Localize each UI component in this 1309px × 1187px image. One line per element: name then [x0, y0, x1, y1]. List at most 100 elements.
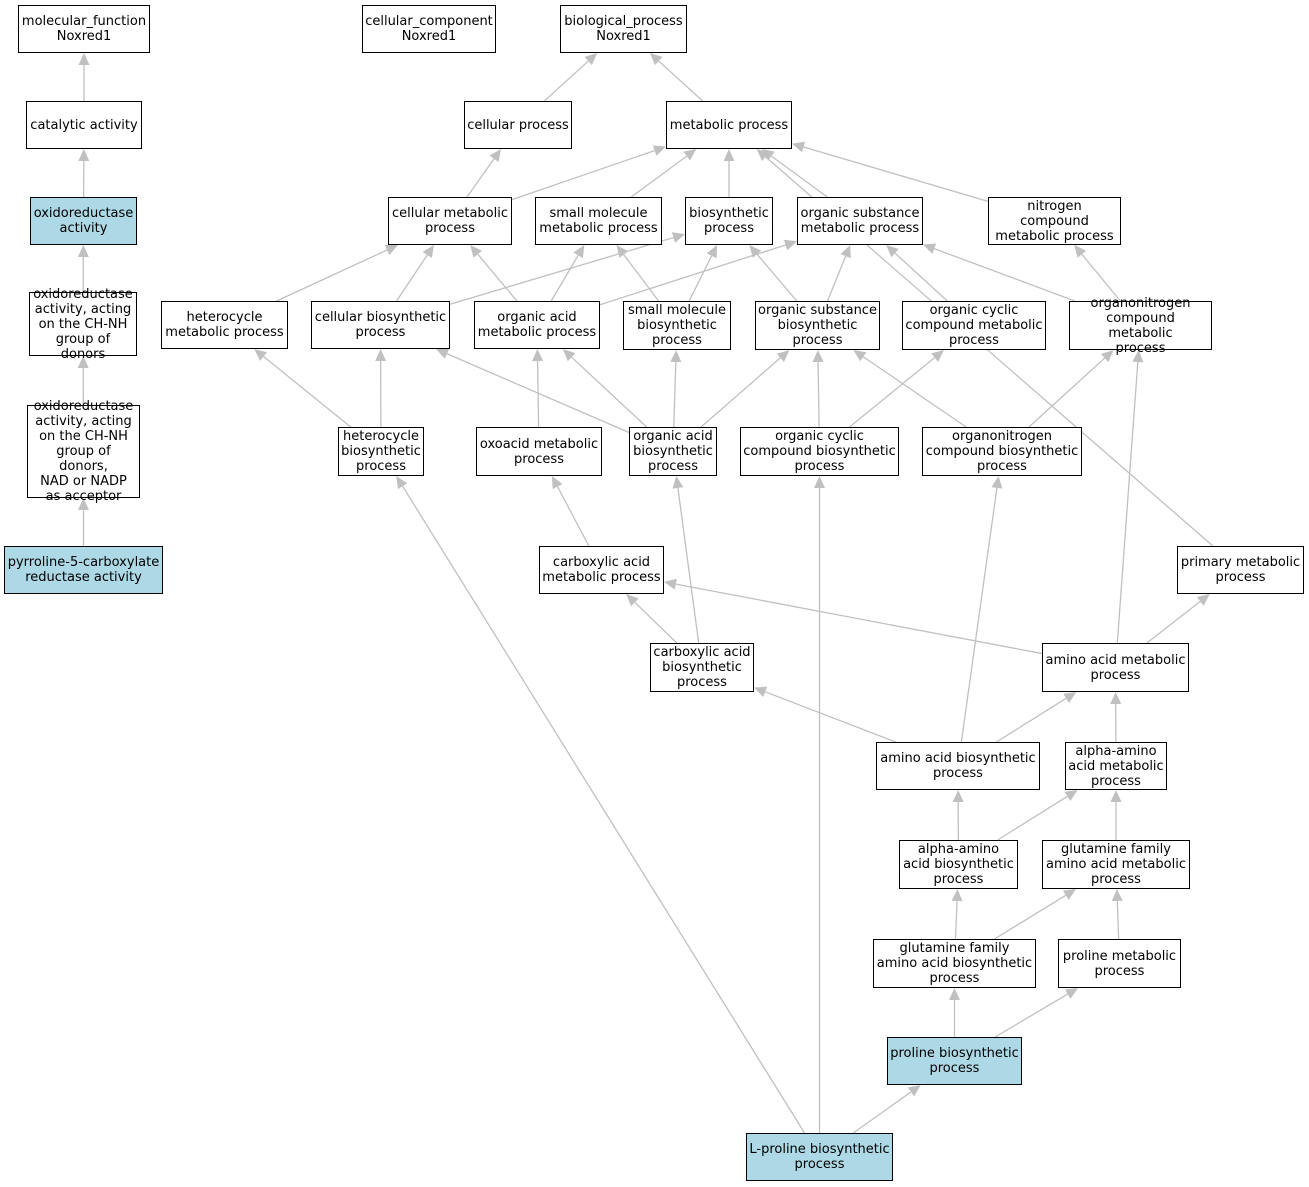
node-molecular-function-root[interactable]: molecular_function Noxred1: [18, 5, 150, 53]
edge-orgsubbio-to-biosyn: [756, 253, 798, 302]
arrowhead-aabio-to-orgnitbio: [991, 476, 1003, 489]
edge-glnbio-to-glnmet: [994, 894, 1067, 940]
node-small-molecule-metabolic-process[interactable]: small molecule metabolic process: [535, 197, 662, 245]
node-nitrogen-compound-metabolic-process[interactable]: nitrogen compound metabolic process: [988, 197, 1121, 245]
edge-lprobio-to-heterobio: [402, 485, 806, 1134]
edge-promet-to-glnmet: [1116, 900, 1120, 940]
edge-orgcycbio-to-orgsubbio: [817, 361, 820, 428]
node-organic-substance-biosynthetic-process[interactable]: organic substance biosynthetic process: [755, 301, 880, 350]
arrowhead-orgacid-to-cellmet: [470, 245, 482, 258]
arrowhead-aamet-to-carbox: [664, 578, 677, 590]
node-proline-metabolic-process[interactable]: proline metabolic process: [1058, 939, 1181, 988]
arrowhead-orgsubbio-to-orgsub: [840, 245, 851, 259]
node-amino-acid-metabolic-process[interactable]: amino acid metabolic process: [1042, 643, 1189, 692]
edge-orgnit-to-orgsub: [934, 248, 1075, 302]
node-biological-process-root[interactable]: biological_process Noxred1: [560, 5, 687, 53]
arrowhead-orgnit-to-orgsub: [923, 243, 937, 254]
edge-orgacid-to-smallmol: [550, 254, 579, 302]
arrowhead-orgnitbio-to-orgsubbio: [853, 350, 867, 362]
node-small-molecule-biosynthetic-process[interactable]: small molecule biosynthetic process: [623, 301, 731, 350]
arrowhead-alphabio-to-alphamet: [1064, 790, 1078, 802]
edge-orgsubbio-to-orgsub: [826, 255, 847, 302]
arrowhead-cat-to-mf_root: [78, 53, 90, 65]
arrowhead-orgacid-to-smallmol: [573, 245, 585, 259]
arrowhead-orgcycbio-to-orgcyc: [931, 350, 944, 362]
node-oxidoreductase-nad-nadp[interactable]: oxidoreductase activity, acting on the C…: [27, 399, 140, 504]
arrowhead-smallbio-to-smallmol: [616, 245, 629, 258]
node-glutamine-family-amino-acid-biosynthetic-process[interactable]: glutamine family amino acid biosynthetic…: [873, 939, 1036, 988]
edge-orgcyc-to-orgsub: [894, 252, 948, 302]
node-metabolic-process[interactable]: metabolic process: [666, 101, 792, 149]
edge-metab-to-bp_root: [658, 60, 704, 102]
arrowhead-aabio-to-carboxbio: [754, 686, 768, 697]
edge-orgnitbio-to-orgnit: [1028, 357, 1106, 428]
arrowhead-lprobio-to-probio: [907, 1085, 921, 1097]
edge-carboxbio-to-orgacidbio: [677, 487, 700, 644]
node-oxidoreductase-activity[interactable]: oxidoreductase activity: [30, 197, 137, 245]
edge-smallbio-to-biosyn: [688, 255, 713, 302]
node-carboxylic-acid-biosynthetic-process[interactable]: carboxylic acid biosynthetic process: [650, 643, 754, 692]
node-organic-substance-metabolic-process[interactable]: organic substance metabolic process: [797, 197, 923, 245]
arrowhead-heterobio-to-cellbio: [375, 349, 387, 362]
arrowhead-cellbio-to-biosyn: [671, 232, 685, 243]
node-organic-acid-metabolic-process[interactable]: organic acid metabolic process: [474, 301, 600, 349]
node-cellular-metabolic-process[interactable]: cellular metabolic process: [388, 197, 512, 245]
node-primary-metabolic-process[interactable]: primary metabolic process: [1177, 546, 1304, 594]
node-organonitrogen-compound-metabolic-process[interactable]: organonitrogen compound metabolic proces…: [1069, 296, 1212, 356]
node-heterocycle-metabolic-process[interactable]: heterocycle metabolic process: [161, 301, 288, 349]
node-organonitrogen-compound-biosynthetic-process[interactable]: organonitrogen compound biosynthetic pro…: [922, 427, 1082, 476]
arrowhead-biosyn-to-metab: [723, 149, 735, 161]
arrowhead-metab-to-bp_root: [649, 53, 663, 66]
arrowhead-orgacidbio-to-cellbio: [435, 348, 450, 359]
edge-aabio-to-orgnitbio: [960, 487, 998, 743]
arrowhead-alphamet-to-aamet: [1110, 692, 1122, 705]
node-l-proline-biosynthetic-process[interactable]: L-proline biosynthetic process: [746, 1133, 893, 1181]
edge-hetero-to-cellmet: [276, 249, 388, 302]
node-biosynthetic-process[interactable]: biosynthetic process: [685, 197, 773, 245]
arrowhead-aamet-to-orgnit: [1132, 350, 1144, 363]
node-oxoacid-metabolic-process[interactable]: oxoacid metabolic process: [476, 427, 602, 476]
edge-heterobio-to-hetero: [263, 356, 352, 428]
node-alpha-amino-acid-metabolic-process[interactable]: alpha-amino acid metabolic process: [1065, 742, 1167, 790]
node-oxidoreductase-ch-nh[interactable]: oxidoreductase activity, acting on the C…: [29, 287, 137, 362]
edge-aamet-to-carbox: [675, 583, 1043, 655]
arrowhead-oxred_nad-to-oxred_chnh: [77, 356, 89, 369]
node-alpha-amino-acid-biosynthetic-process[interactable]: alpha-amino acid biosynthetic process: [899, 840, 1018, 889]
arrowhead-carbox-to-oxoacid: [551, 476, 563, 490]
arrowhead-glnbio-to-glnmet: [1062, 889, 1077, 900]
edge-aamet-to-primary: [1146, 600, 1201, 644]
node-organic-acid-biosynthetic-process[interactable]: organic acid biosynthetic process: [629, 427, 717, 476]
node-cellular-component-root[interactable]: cellular_component Noxred1: [362, 5, 496, 53]
edge-smallmol-to-metab: [630, 155, 688, 198]
edge-probio-to-promet: [994, 993, 1069, 1038]
node-glutamine-family-amino-acid-metabolic-process[interactable]: glutamine family amino acid metabolic pr…: [1042, 840, 1190, 889]
node-carboxylic-acid-metabolic-process[interactable]: carboxylic acid metabolic process: [539, 546, 664, 594]
node-cellular-biosynthetic-process[interactable]: cellular biosynthetic process: [311, 301, 450, 349]
node-cellular-process[interactable]: cellular process: [464, 101, 572, 149]
edge-orgacidbio-to-orgsubbio: [700, 357, 781, 428]
arrowhead-orgacidbio-to-orgsubbio: [776, 350, 790, 363]
edge-cellproc-to-bp_root: [543, 60, 589, 102]
arrowhead-probio-to-glnbio: [949, 988, 960, 1000]
node-proline-biosynthetic-process[interactable]: proline biosynthetic process: [887, 1037, 1022, 1085]
edge-cellbio-to-cellmet: [395, 254, 428, 302]
arrowhead-orgnit-to-nitro: [1074, 245, 1087, 258]
edge-orgacidbio-to-smallbio: [673, 361, 677, 428]
node-catalytic-activity[interactable]: catalytic activity: [26, 101, 142, 149]
arrowhead-oxoacid-to-orgacid: [532, 349, 544, 362]
arrowhead-orgnitbio-to-orgnit: [1100, 350, 1114, 363]
node-heterocycle-biosynthetic-process[interactable]: heterocycle biosynthetic process: [338, 427, 424, 476]
node-pyrroline-5-carboxylate-reductase-activity[interactable]: pyrroline-5-carboxylate reductase activi…: [4, 546, 163, 594]
arrowhead-carboxbio-to-carbox: [626, 594, 639, 607]
arrowhead-glnmet-to-alphamet: [1110, 790, 1122, 802]
edge-glnbio-to-alphabio: [954, 900, 958, 940]
arrowhead-lprobio-to-orgcycbio: [814, 476, 825, 488]
edge-oxoacid-to-orgacid: [536, 360, 540, 428]
node-organic-cyclic-compound-metabolic-process[interactable]: organic cyclic compound metabolic proces…: [902, 301, 1046, 350]
node-amino-acid-biosynthetic-process[interactable]: amino acid biosynthetic process: [876, 742, 1040, 790]
node-organic-cyclic-compound-biosynthetic-process[interactable]: organic cyclic compound biosynthetic pro…: [740, 427, 899, 476]
edge-orgnit-to-nitro: [1081, 253, 1121, 302]
arrowhead-cellmet-to-cellproc: [489, 149, 501, 162]
arrowhead-orgacidbio-to-orgacid: [562, 349, 576, 362]
